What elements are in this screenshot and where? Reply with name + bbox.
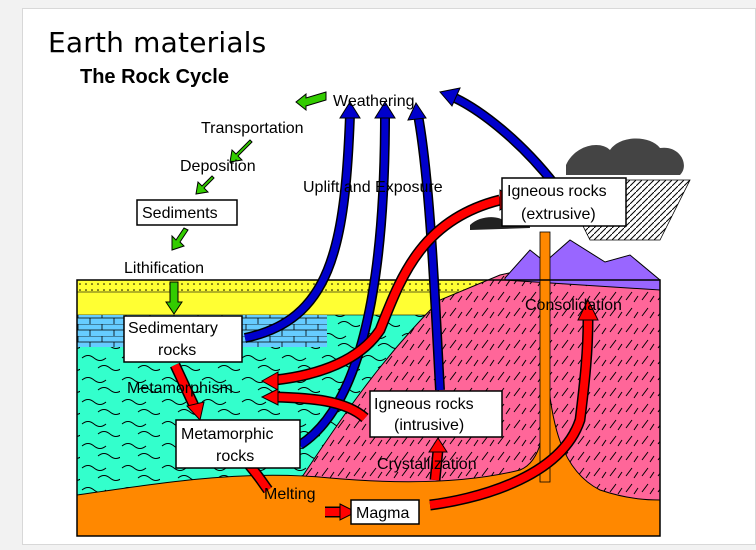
volcano-vent — [539, 231, 551, 483]
sediments-box — [136, 199, 238, 226]
cross-section-frame — [76, 279, 661, 537]
lithification-label: Lithification — [124, 260, 204, 277]
igneous-intrusive-label-line1: Igneous rocks — [374, 396, 474, 413]
weathering-label: Weathering — [333, 93, 415, 110]
crystallization-label: Crystallization — [377, 456, 477, 473]
metamorphic-label-line1: Metamorphic — [181, 426, 273, 443]
uplift-label: Uplift and Exposure — [303, 179, 443, 196]
igneous-intrusive-label-line2: (intrusive) — [394, 417, 464, 434]
metamorphic-rocks-box — [175, 419, 301, 469]
magma-box — [350, 499, 420, 525]
igneous-extrusive-box — [501, 177, 627, 227]
sedimentary-label-line2: rocks — [158, 342, 196, 359]
sedimentary-rocks-box — [123, 315, 243, 363]
metamorphic-label-line2: rocks — [216, 448, 254, 465]
igneous-extrusive-label-line1: Igneous rocks — [507, 183, 607, 200]
sedimentary-label-line1: Sedimentary — [128, 320, 218, 337]
diagram-subtitle: The Rock Cycle — [80, 66, 229, 88]
igneous-intrusive-box — [369, 390, 503, 438]
deposition-label: Deposition — [180, 158, 256, 175]
boxes — [123, 177, 627, 525]
igneous-extrusive-label-line2: (extrusive) — [521, 206, 596, 223]
slide-title: Earth materials — [48, 26, 267, 59]
red-arrows-fill — [171, 196, 592, 516]
consolidation-label: Consolidation — [525, 297, 622, 314]
metamorphism-label: Metamorphism — [127, 380, 233, 397]
uplift-arrowheads — [339, 87, 461, 121]
sediments-label: Sediments — [142, 205, 218, 222]
transportation-label: Transportation — [201, 120, 304, 137]
melting-label: Melting — [264, 486, 316, 503]
green-arrows — [165, 91, 327, 315]
magma-label: Magma — [356, 505, 409, 522]
